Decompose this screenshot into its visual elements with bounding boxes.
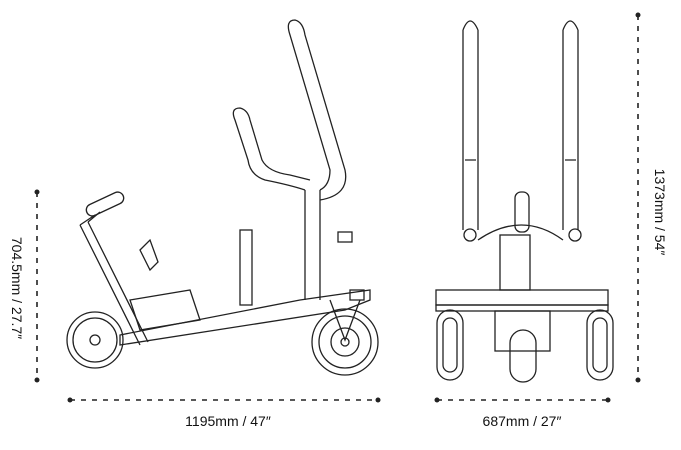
front-width-label: 687mm / 27″	[483, 413, 562, 429]
front-center-wheel	[509, 329, 537, 383]
rear-wheel	[66, 311, 124, 369]
front-wheel	[311, 308, 379, 376]
dimension-side-height: 704.5mm / 27.7″	[9, 189, 40, 383]
frame	[79, 19, 371, 346]
front-view-drawing	[435, 20, 614, 383]
side-view-drawing	[66, 19, 379, 376]
dimension-front-width: 687mm / 27″	[434, 397, 611, 429]
front-height-label: 1373mm / 54″	[652, 169, 668, 256]
side-length-label: 1195mm / 47″	[185, 413, 271, 429]
dimension-front-height: 1373mm / 54″	[635, 12, 668, 383]
front-right-wheel	[586, 309, 614, 381]
dimension-side-length: 1195mm / 47″	[67, 397, 381, 429]
front-left-wheel	[436, 309, 464, 381]
side-height-label: 704.5mm / 27.7″	[9, 237, 25, 339]
